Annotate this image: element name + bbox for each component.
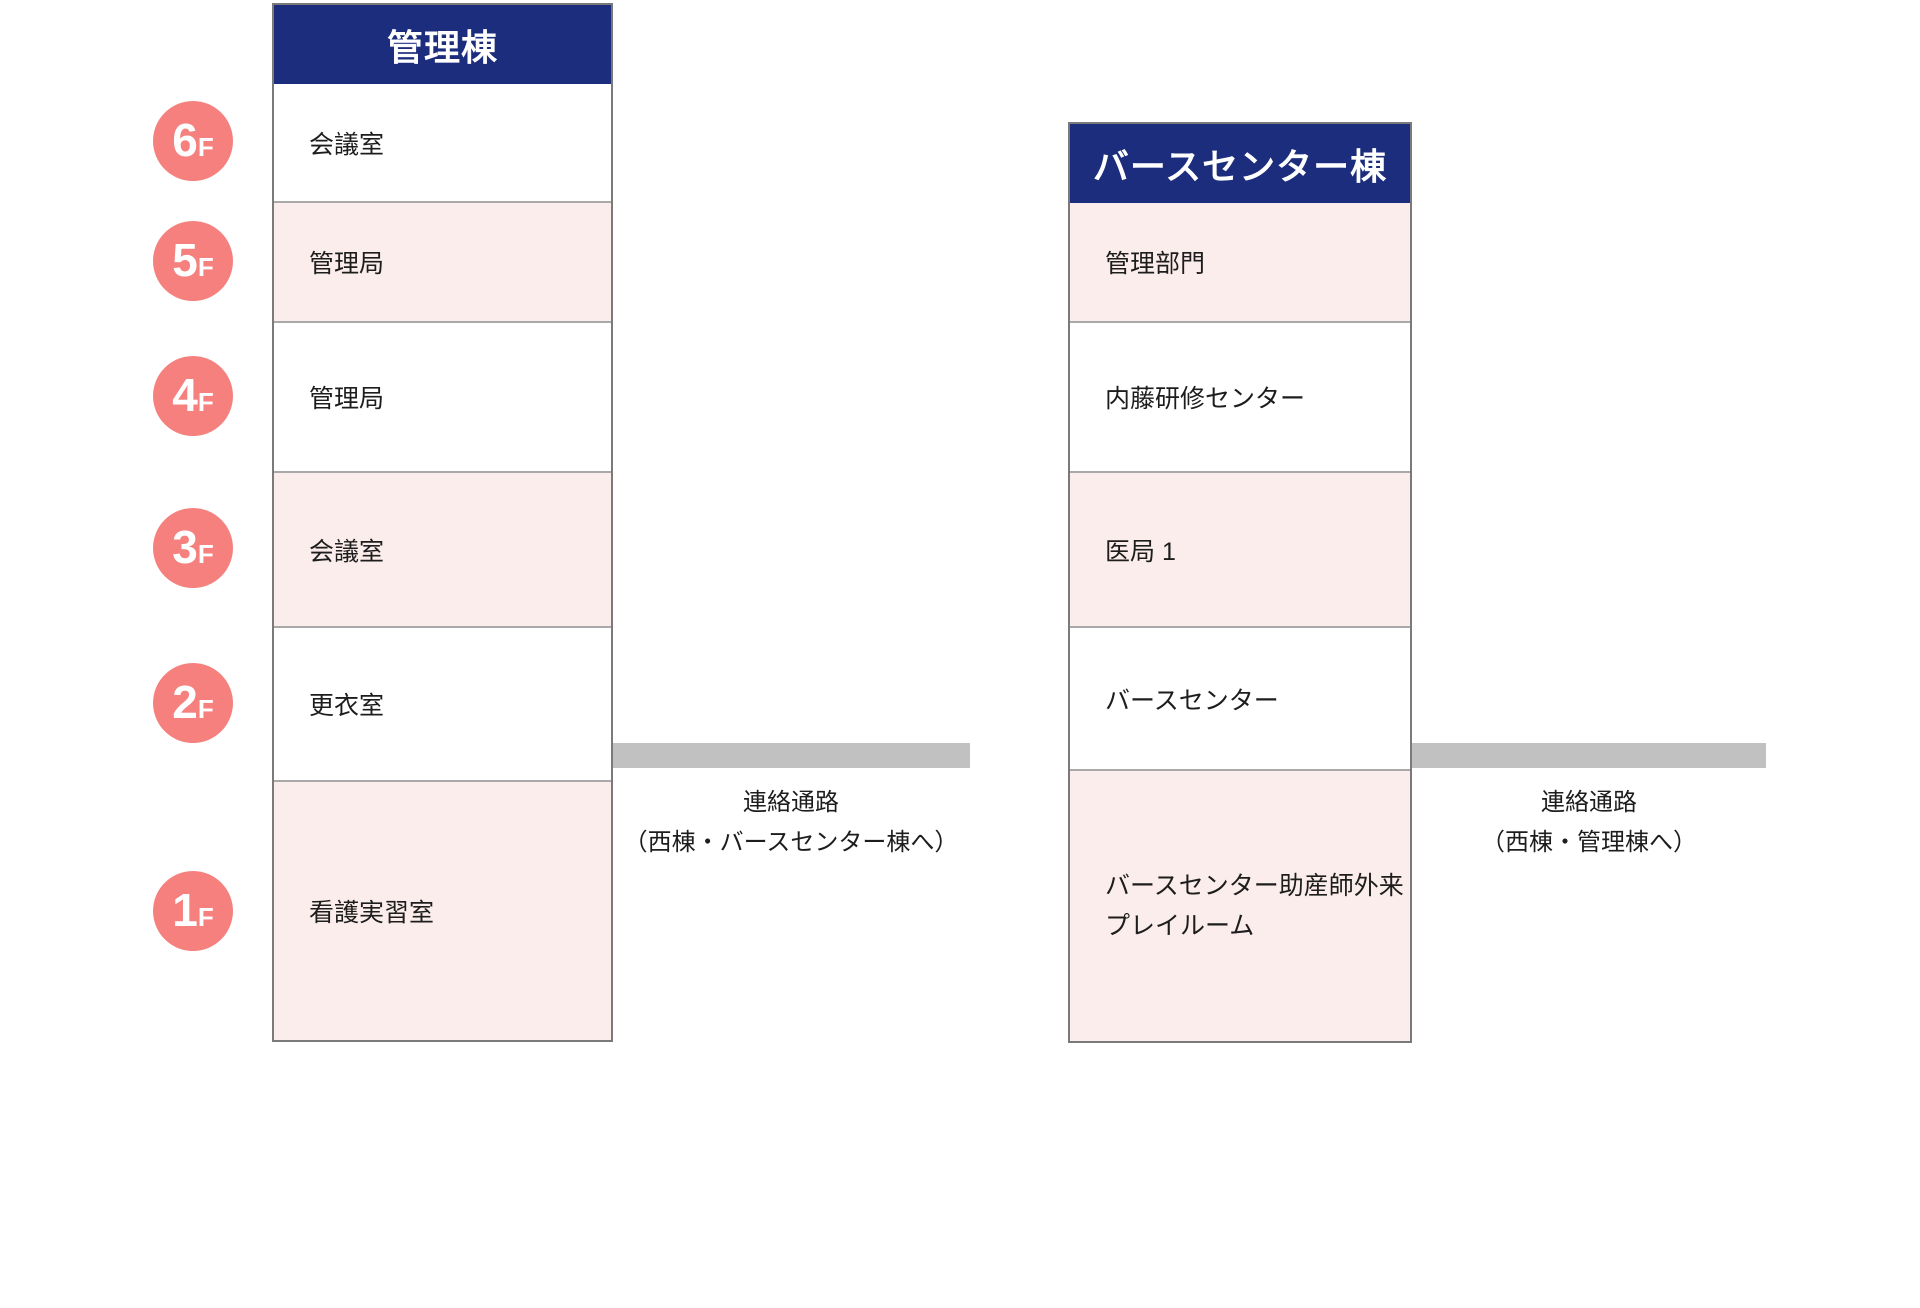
room-cell-6f: 会議室 (274, 84, 611, 201)
room-label: 内藤研修センター (1105, 385, 1306, 413)
corridor-label-line2: （西棟・管理棟へ） (1481, 829, 1697, 856)
floor-badge-number: 3 (172, 521, 198, 573)
building-column-birth-center: バースセンター棟 管理部門 内藤研修センター 医局 1 バースセンター バースセ… (1068, 122, 1412, 1043)
room-cell-4f: 内藤研修センター (1070, 321, 1410, 471)
corridor-label-line2: （西棟・バースセンター棟へ） (623, 829, 959, 856)
corridor-label-line1: 連絡通路 (743, 789, 839, 816)
room-cell-4f: 管理局 (274, 321, 611, 471)
corridor-label-left: 連絡通路 （西棟・バースセンター棟へ） (591, 783, 991, 863)
room-cell-1f: バースセンター助産師外来 プレイルーム (1070, 769, 1410, 1041)
corridor-bar-left (613, 743, 970, 768)
floor-badge-suffix: F (197, 539, 214, 569)
room-cell-3f: 医局 1 (1070, 471, 1410, 626)
floor-badge-number: 1 (172, 884, 198, 936)
room-label: 管理部門 (1105, 250, 1206, 278)
room-label: 管理局 (309, 385, 385, 413)
corridor-label-right: 連絡通路 （西棟・管理棟へ） (1389, 783, 1789, 863)
room-cell-2f: 更衣室 (274, 626, 611, 780)
corridor-bar-right (1412, 743, 1766, 768)
floor-badge-suffix: F (197, 694, 214, 724)
room-cell-3f: 会議室 (274, 471, 611, 626)
room-label: 管理局 (309, 250, 385, 278)
room-label-line2: プレイルーム (1105, 912, 1255, 940)
room-label: バースセンター (1105, 686, 1279, 715)
floor-badge-number: 4 (172, 369, 198, 421)
room-label: 会議室 (309, 537, 385, 566)
floor-badge-6f: 6F (153, 101, 233, 181)
building-column-kanri: 管理棟 会議室 管理局 管理局 会議室 更衣室 看護実習室 (272, 3, 613, 1042)
floor-badge-4f: 4F (153, 356, 233, 436)
floor-badge-3f: 3F (153, 508, 233, 588)
floor-badge-number: 2 (172, 676, 198, 728)
floor-badge-1f: 1F (153, 871, 233, 951)
room-label: 更衣室 (309, 692, 385, 720)
building-header-birth-center: バースセンター棟 (1070, 124, 1410, 203)
floor-badge-suffix: F (197, 132, 214, 162)
floor-badge-2f: 2F (153, 663, 233, 743)
room-label-line1: バースセンター助産師外来 (1105, 872, 1404, 900)
room-label: 会議室 (309, 130, 385, 159)
floor-badge-suffix: F (197, 902, 214, 932)
room-cell-5f: 管理局 (274, 201, 611, 321)
floor-badge-number: 6 (172, 114, 198, 166)
room-label: 看護実習室 (309, 899, 435, 927)
building-header-kanri: 管理棟 (274, 5, 611, 84)
floor-badge-suffix: F (197, 252, 214, 282)
room-label: 医局 1 (1105, 537, 1176, 566)
floor-badge-number: 5 (172, 234, 198, 286)
room-cell-2f: バースセンター (1070, 626, 1410, 769)
corridor-label-line1: 連絡通路 (1541, 789, 1637, 816)
floor-badge-suffix: F (197, 387, 214, 417)
room-cell-5f: 管理部門 (1070, 203, 1410, 321)
floor-badge-5f: 5F (153, 221, 233, 301)
room-cell-1f: 看護実習室 (274, 780, 611, 1040)
